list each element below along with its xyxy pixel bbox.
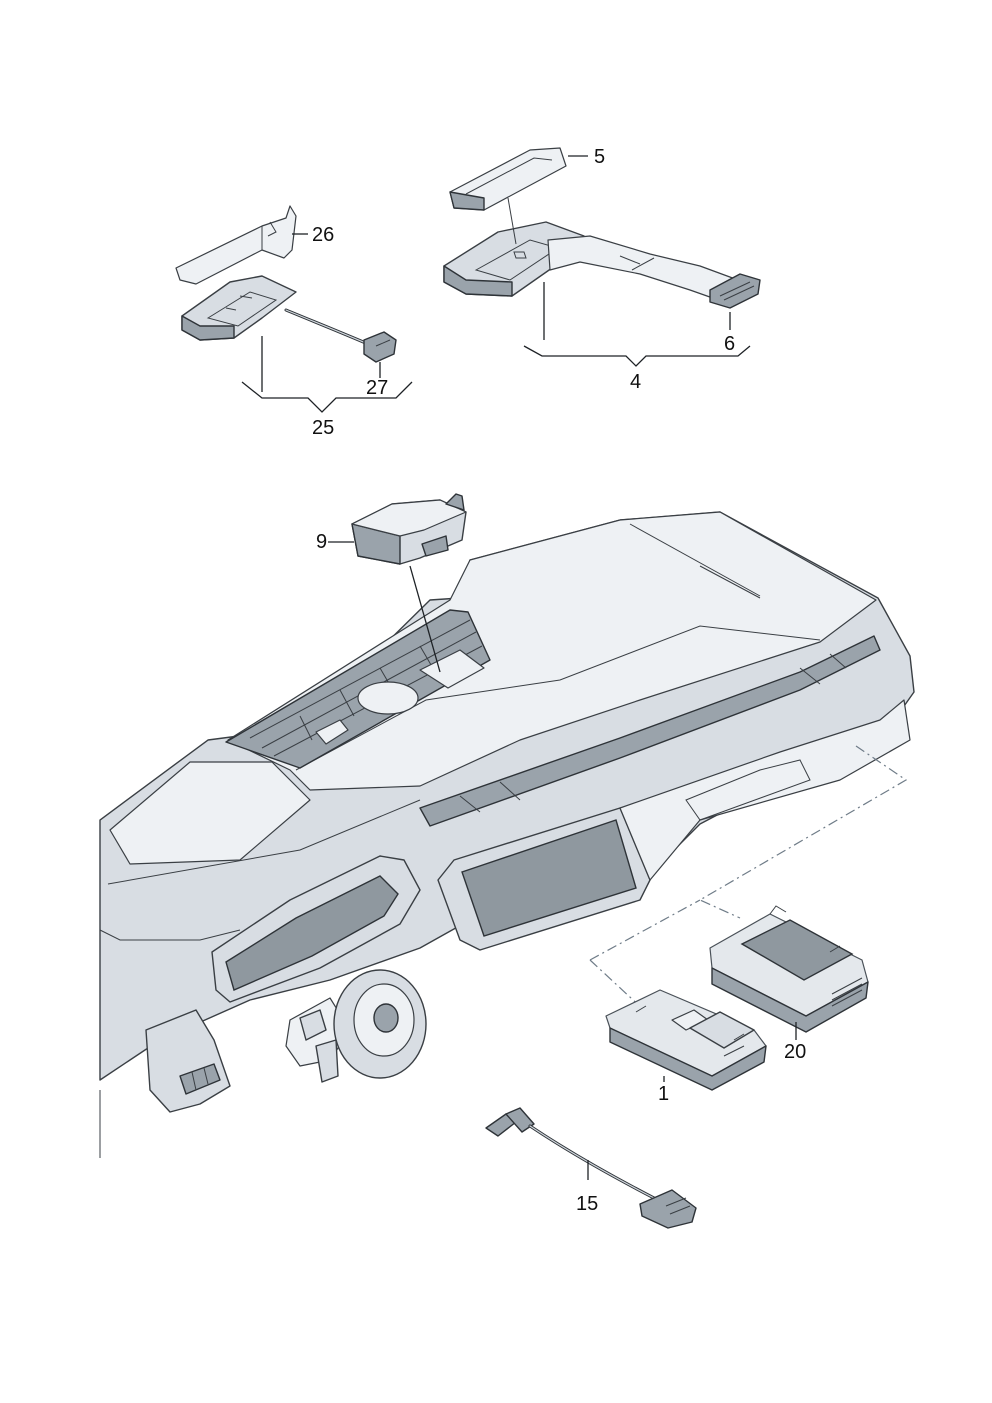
callout-27: 27 (366, 377, 388, 399)
part-25-module (181, 275, 297, 341)
callout-9: 9 (316, 531, 327, 553)
part-26-bracket (175, 205, 297, 285)
leaders-group-25 (241, 233, 413, 413)
callout-20: 20 (784, 1041, 806, 1063)
callout-6: 6 (724, 333, 735, 355)
leaders-group-4 (523, 155, 751, 367)
dashboard (99, 511, 915, 1158)
callout-4: 4 (630, 371, 641, 393)
callout-26: 26 (312, 224, 334, 246)
part-20-unit (709, 905, 869, 1040)
part-15-cable (485, 1107, 697, 1229)
part-1-unit (605, 989, 767, 1091)
callout-25: 25 (312, 417, 334, 439)
callout-1: 1 (658, 1083, 669, 1105)
part-6-connector (709, 273, 761, 309)
callout-5: 5 (594, 146, 605, 168)
part-9-module (328, 493, 467, 673)
part-5-cover (449, 147, 567, 211)
part-27-cable (284, 308, 397, 363)
callout-15: 15 (576, 1193, 598, 1215)
